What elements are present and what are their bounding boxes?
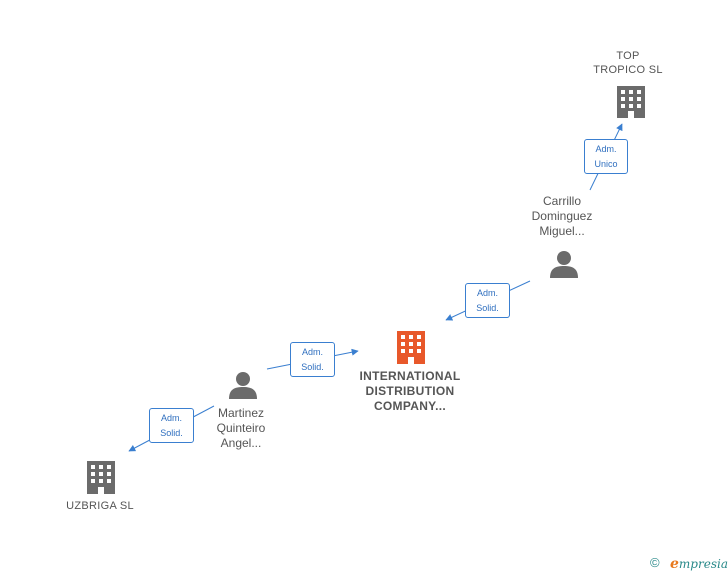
person-icon[interactable]: [550, 251, 578, 278]
edge-label-adm-unico: Adm. Unico: [584, 139, 628, 174]
copyright-icon: ©: [650, 555, 660, 570]
building-icon[interactable]: [397, 331, 425, 364]
brand-initial: e: [670, 556, 679, 572]
node-label-top-tropico[interactable]: TOP TROPICO SL: [593, 50, 663, 76]
edge-label-line2: Solid.: [160, 428, 183, 438]
edge-label-adm-solid: Adm. Solid.: [465, 283, 510, 318]
node-label-martinez[interactable]: Martinez Quinteiro Angel...: [216, 406, 266, 450]
edge-label-line2: Solid.: [301, 362, 324, 372]
edge-label-line1: Adm.: [301, 347, 323, 357]
edge-label-adm-solid: Adm. Solid.: [290, 342, 335, 377]
edge-label-line1: Adm.: [476, 288, 498, 298]
edge-label-line2: Solid.: [476, 303, 499, 313]
building-icon[interactable]: [87, 461, 115, 494]
node-label-carrillo[interactable]: Carrillo Dominguez Miguel...: [531, 194, 593, 238]
edge-label-adm-solid: Adm. Solid.: [149, 408, 194, 443]
edge-label-line2: Unico: [594, 159, 618, 169]
empresia-logo[interactable]: empresia: [670, 556, 728, 572]
building-icon[interactable]: [617, 86, 645, 118]
person-icon[interactable]: [229, 372, 257, 399]
node-label-uzbriga[interactable]: UZBRIGA SL: [66, 500, 134, 512]
edge-label-line1: Adm.: [595, 144, 617, 154]
brand-name: mpresia: [678, 557, 728, 571]
node-label-international[interactable]: INTERNATIONAL DISTRIBUTION COMPANY...: [359, 369, 461, 413]
edge-label-line1: Adm.: [160, 413, 182, 423]
